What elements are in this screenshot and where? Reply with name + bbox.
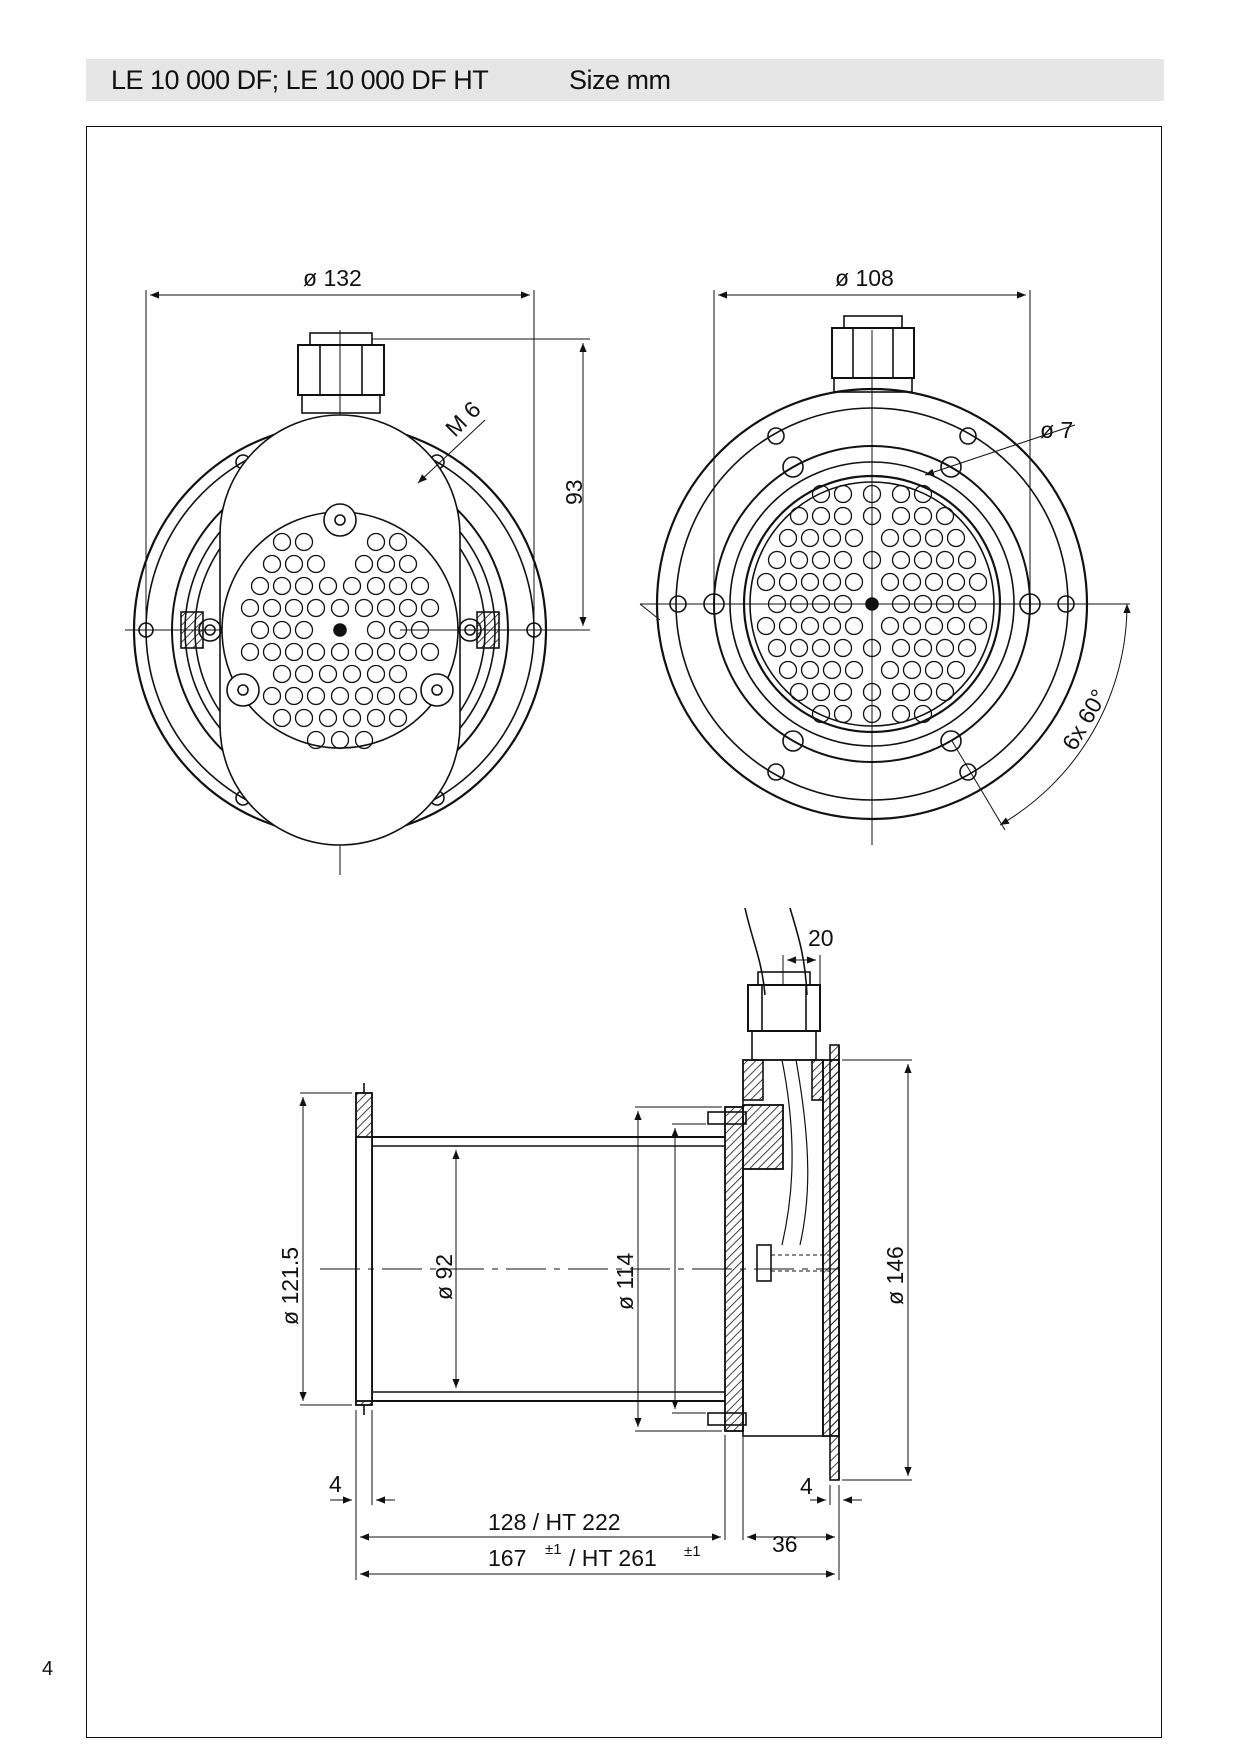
dim-tube-dia-92: ø 92 (431, 1254, 457, 1300)
dim-overall-167: 167 (488, 1545, 526, 1571)
dim-inner-dia-114: ø 114 (612, 1253, 638, 1310)
dim-outer-dia-146: ø 146 (882, 1246, 908, 1305)
dim-diameter-108: ø 108 (835, 265, 894, 291)
dim-end-36: 36 (772, 1531, 798, 1557)
dim-left-thickness: 4 (329, 1471, 342, 1497)
thread-label-m6: M 6 (440, 396, 485, 441)
dim-overall-tol-b: ±1 (684, 1543, 701, 1560)
drawing-frame (86, 126, 1162, 1738)
dim-flange-dia-121-5: ø 121.5 (277, 1247, 303, 1325)
header-title: LE 10 000 DF; LE 10 000 DF HT (111, 65, 489, 95)
grille-holes-right (756, 484, 988, 724)
dim-overall-ht-261: / HT 261 (569, 1545, 657, 1571)
dim-cable-20: 20 (808, 925, 834, 951)
front-view-right (639, 290, 1131, 845)
page-number: 4 (42, 1658, 54, 1680)
dim-overall-tol-a: ±1 (545, 1541, 562, 1558)
header-bar: LE 10 000 DF; LE 10 000 DF HT Size mm (86, 59, 1164, 101)
angle-label-6x60: 6x 60° (1057, 685, 1112, 755)
header-size-label: Size mm (569, 65, 671, 95)
front-view-left (125, 290, 590, 875)
hole-label-7: ø 7 (1040, 417, 1073, 443)
grille-holes-left (240, 532, 440, 750)
dim-diameter-132: ø 132 (303, 265, 362, 291)
dim-height-93: 93 (561, 479, 587, 505)
side-view (299, 907, 912, 1580)
dim-length-128: 128 / HT 222 (488, 1509, 621, 1535)
dim-right-thickness: 4 (800, 1473, 813, 1499)
